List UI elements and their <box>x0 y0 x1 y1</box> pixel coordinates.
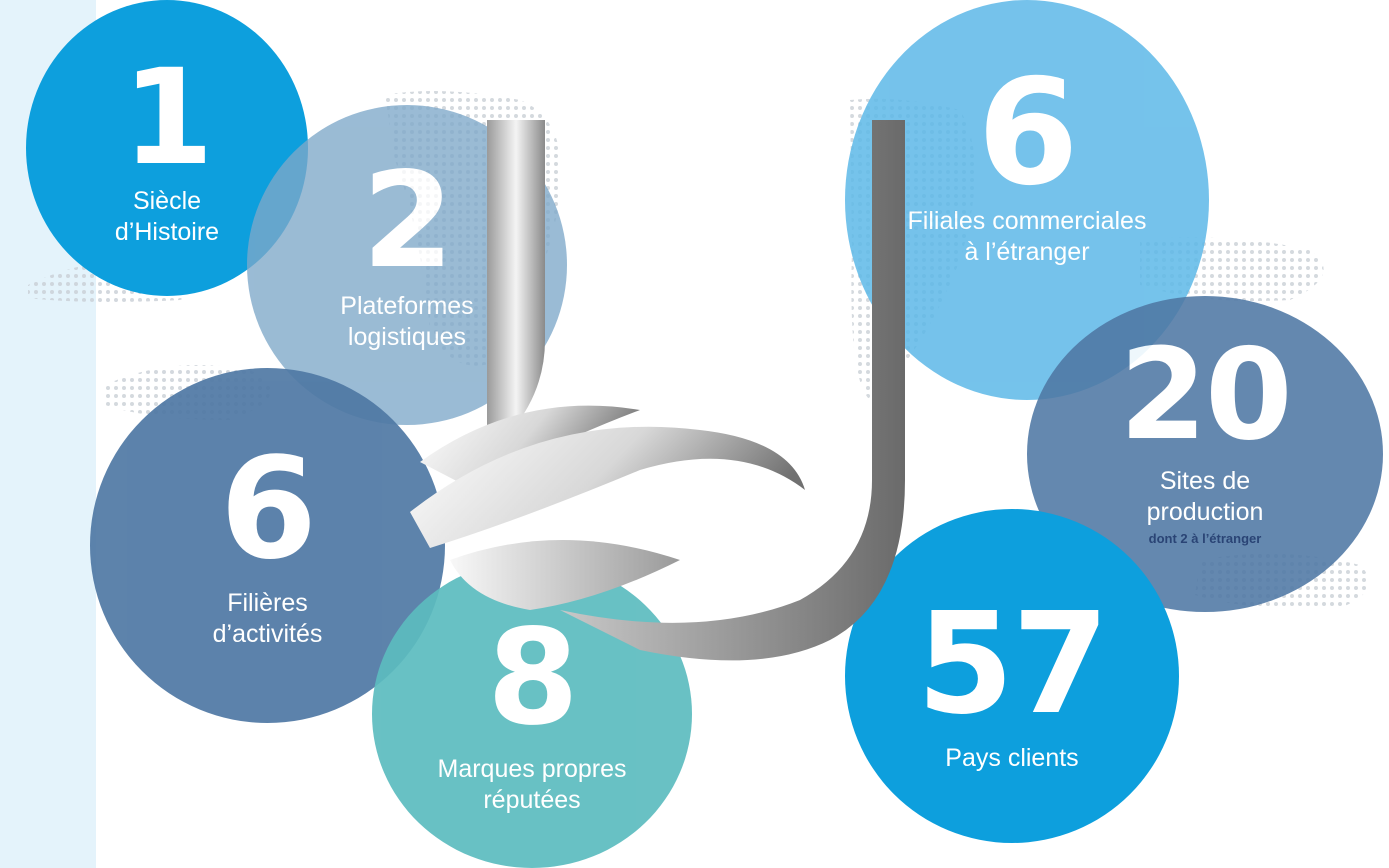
stat-label-line: d’Histoire <box>114 218 220 246</box>
stat-value: 2 <box>362 144 454 298</box>
stat-label: Marques propres réputées <box>438 754 627 816</box>
stat-label: Plateformes logistiques <box>340 291 473 353</box>
stat-label: Filières d’activités <box>213 588 323 650</box>
stat-label-line: Pays clients <box>945 744 1079 772</box>
stat-value: 57 <box>916 583 1110 746</box>
stat-label: Filiales commerciales à l’étranger <box>908 206 1147 268</box>
stat-label-line: réputées <box>483 786 581 814</box>
stat-label-line: logistiques <box>347 323 467 351</box>
stat-value: 8 <box>487 601 579 755</box>
stat-label-line: Marques propres <box>437 755 627 783</box>
stat-label-line: d’activités <box>212 620 323 648</box>
stat-label: Siècle d’Histoire <box>115 186 219 248</box>
stat-value: 6 <box>219 428 317 591</box>
stat-label-line: Plateformes <box>340 292 474 320</box>
stat-value: 6 <box>977 48 1079 218</box>
stat-value: 20 <box>1119 321 1292 468</box>
stat-label-line: Filiales commerciales <box>907 207 1147 235</box>
stat-label: Sites de production <box>1147 466 1264 528</box>
stat-label-line: Filières <box>227 589 308 617</box>
stat-label-line: Sites de <box>1159 467 1251 495</box>
stat-label: Pays clients <box>945 743 1078 774</box>
stat-label-line: à l’étranger <box>964 238 1090 266</box>
stat-note: dont 2 à l’étranger <box>1148 531 1262 546</box>
stat-label-line: production <box>1146 498 1264 526</box>
stat-label-line: Siècle <box>132 187 202 215</box>
stat-value: 1 <box>122 41 214 195</box>
